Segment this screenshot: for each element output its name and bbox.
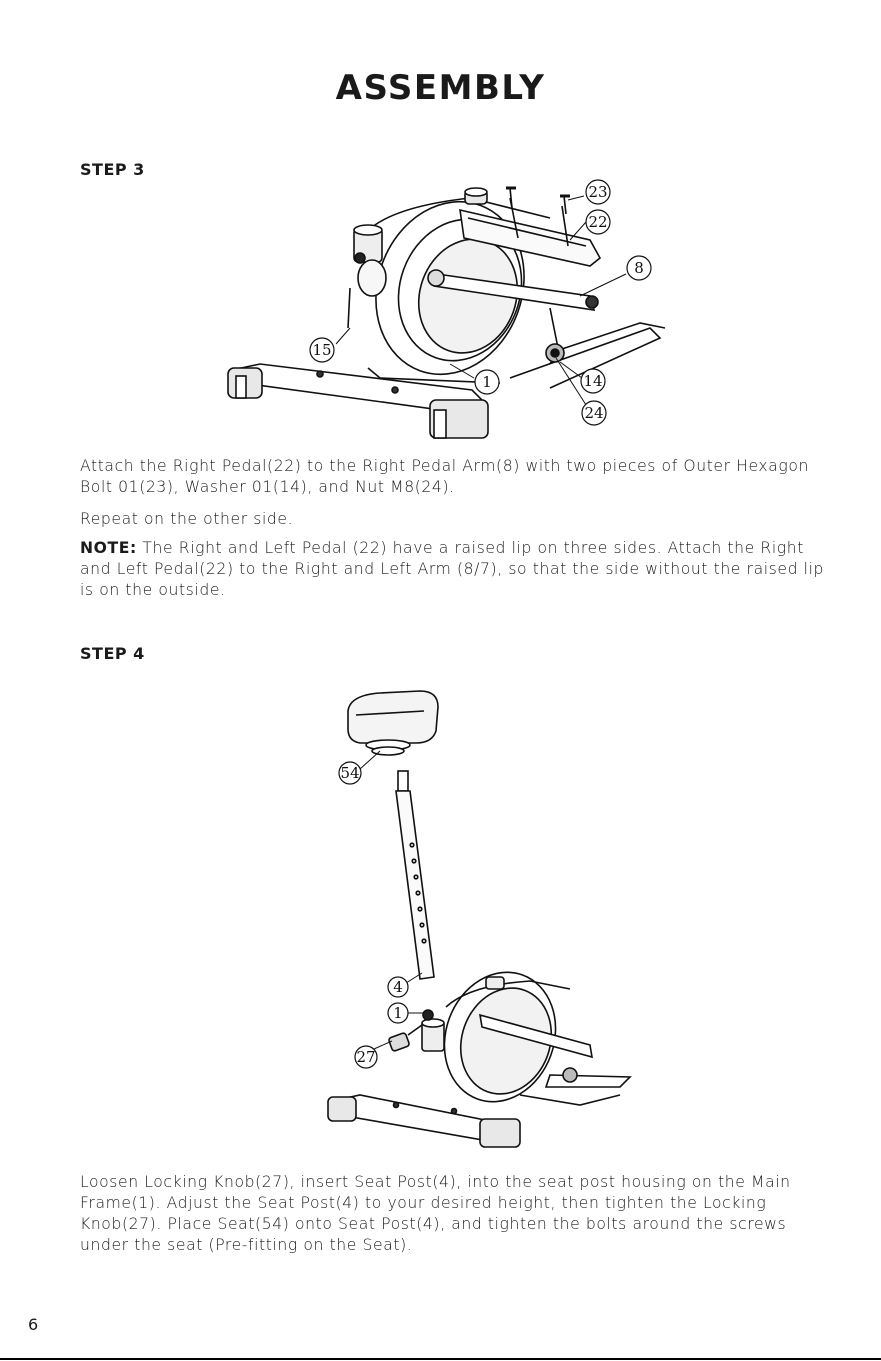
callout: 23 xyxy=(585,179,611,205)
leader-lines xyxy=(359,750,424,1050)
pedal-arm xyxy=(427,269,599,364)
locking-knob xyxy=(388,1024,423,1052)
callout: 8 xyxy=(626,255,652,281)
base-bar xyxy=(227,363,489,439)
svg-text:8: 8 xyxy=(634,259,644,277)
base-bar xyxy=(327,1094,521,1148)
step-4-diagram: 54 4 1 27 xyxy=(327,690,632,1148)
callout: 1 xyxy=(474,369,500,395)
callout: 54 xyxy=(338,761,362,785)
leader-lines xyxy=(335,195,627,409)
step-3-label: STEP 3 xyxy=(80,160,145,179)
seat-post-housing xyxy=(347,224,387,329)
step-3-diagram: 23 22 8 15 1 14 24 xyxy=(227,179,666,439)
callout: 1 xyxy=(387,1002,409,1024)
step-4-instructions: Loosen Locking Knob(27), insert Seat Pos… xyxy=(80,1173,791,1254)
step-3-note: NOTE: The Right and Left Pedal (22) have… xyxy=(80,538,840,601)
seat-post xyxy=(395,770,435,980)
callout: 15 xyxy=(309,337,335,363)
svg-text:22: 22 xyxy=(588,213,607,231)
callout: 14 xyxy=(580,368,606,394)
step-4-label: STEP 4 xyxy=(80,644,145,663)
svg-text:4: 4 xyxy=(393,978,403,996)
step-3-repeat: Repeat on the other side. xyxy=(80,510,294,528)
callout: 27 xyxy=(354,1045,378,1069)
svg-text:14: 14 xyxy=(583,372,602,390)
svg-text:54: 54 xyxy=(340,764,359,782)
page-title: ASSEMBLY xyxy=(335,68,546,108)
footer-rule xyxy=(0,1358,881,1360)
svg-text:1: 1 xyxy=(393,1004,403,1022)
svg-text:1: 1 xyxy=(482,373,492,391)
callout: 24 xyxy=(581,400,607,426)
svg-text:27: 27 xyxy=(356,1048,375,1066)
step-3-callouts: 23 22 8 15 1 14 24 xyxy=(309,179,652,426)
svg-text:15: 15 xyxy=(312,341,331,359)
svg-text:24: 24 xyxy=(584,404,603,422)
seat xyxy=(347,690,439,756)
page-number: 6 xyxy=(28,1315,39,1334)
callout: 4 xyxy=(387,976,409,998)
step-4-callouts: 54 4 1 27 xyxy=(338,761,409,1069)
main-frame xyxy=(421,971,632,1106)
svg-text:23: 23 xyxy=(588,183,607,201)
bolts xyxy=(506,186,570,215)
note-label: NOTE: xyxy=(80,539,137,557)
callout: 22 xyxy=(585,209,611,235)
note-text: The Right and Left Pedal (22) have a rai… xyxy=(80,539,824,599)
step-3-instructions: Attach the Right Pedal(22) to the Right … xyxy=(80,457,809,496)
